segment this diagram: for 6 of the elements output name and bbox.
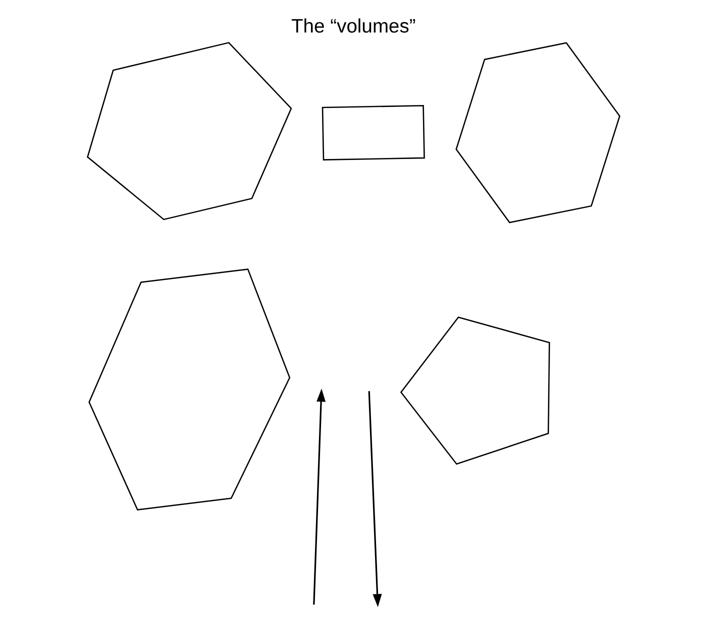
- node-polygon: [88, 268, 290, 510]
- diagram-title: The “volumes”: [291, 15, 416, 38]
- node-polygon: [322, 105, 425, 160]
- node-polygon: [86, 42, 292, 220]
- node-polygon: [400, 316, 550, 465]
- node-polygon: [456, 42, 620, 224]
